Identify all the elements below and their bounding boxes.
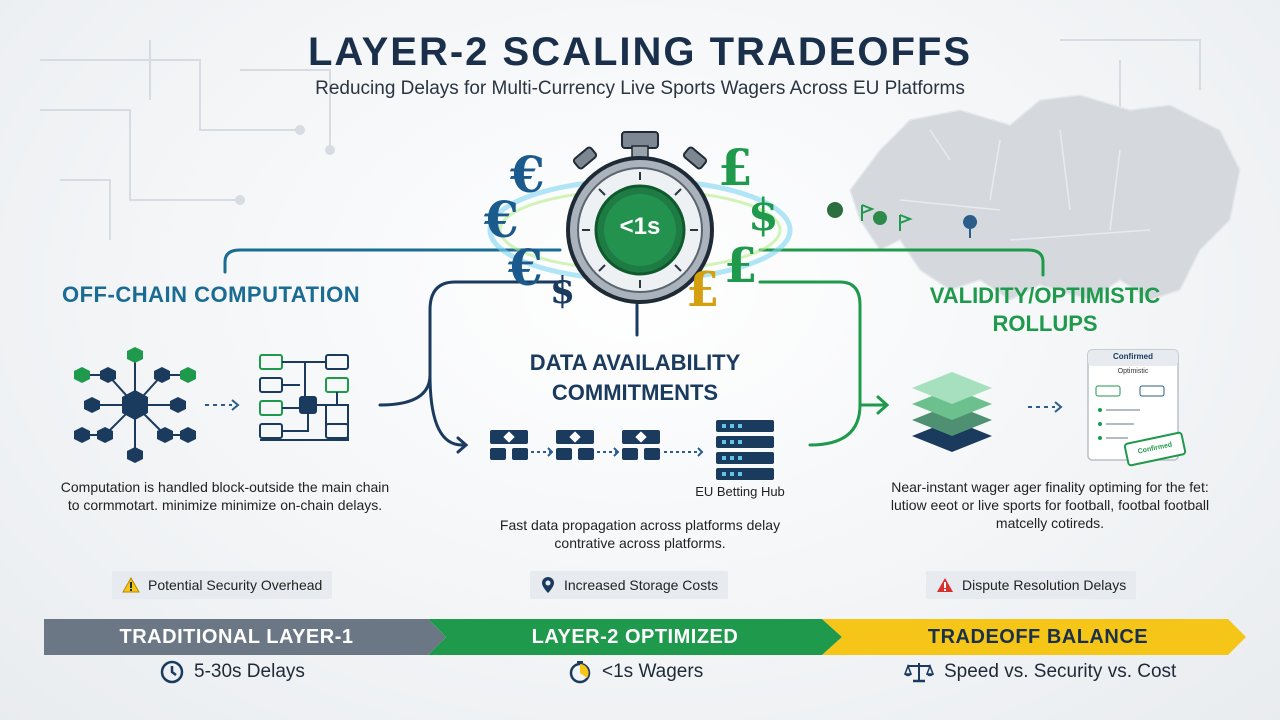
dollar-symbol: $: [550, 270, 576, 312]
security-overhead-badge: Potential Security Overhead: [112, 571, 333, 599]
football-icon: [873, 211, 887, 225]
eu-map: [827, 94, 1241, 301]
node-network-icon: [74, 347, 196, 463]
data-block-chain: [490, 430, 704, 460]
dollar-symbol: $: [748, 190, 779, 241]
confirmation-card-icon: [1087, 349, 1187, 467]
band-optimized-label: LAYER-2 OPTIMIZED: [531, 626, 739, 648]
band-tradeoff-label: TRADEOFF BALANCE: [927, 626, 1149, 648]
badge-label: Increased Storage Costs: [564, 577, 719, 593]
balance-scale-icon: [904, 663, 934, 683]
flag-icon: [899, 214, 913, 231]
heading-line: VALIDITY/OPTIMISTIC: [929, 283, 1161, 308]
footer-optimized: <1s Wagers: [568, 660, 703, 684]
heading-line: DATA AVAILABILITY: [529, 350, 741, 375]
flow-connectors: [223, 248, 1045, 454]
off-chain-description: Computation is handled block-outside the…: [60, 479, 390, 513]
alert-icon: [937, 578, 953, 592]
eu-betting-hub-label: EU Betting Hub: [695, 484, 785, 499]
euro-symbol: €: [508, 238, 543, 297]
heading-line: ROLLUPS: [992, 311, 1098, 336]
footer-traditional: 5-30s Delays: [160, 660, 305, 684]
off-chain-heading: OFF-CHAIN COMPUTATION: [62, 282, 361, 307]
stacked-layers-icon: [912, 372, 992, 452]
card-title: Confirmed: [1113, 352, 1153, 361]
pound-symbol: £: [686, 262, 720, 318]
warning-icon: [122, 577, 140, 593]
timer-icon: [569, 661, 591, 684]
server-rack-icon: [716, 420, 774, 480]
football-icon: [827, 202, 843, 218]
stopwatch-label: <1s: [619, 213, 661, 240]
card-subtitle: Optimistic: [1117, 368, 1149, 375]
storage-costs-badge: Increased Storage Costs: [530, 571, 729, 599]
band-optimized: [428, 619, 842, 655]
rollups-heading: VALIDITY/OPTIMISTIC ROLLUPS: [880, 282, 1210, 338]
footer-label: 5-30s Delays: [194, 661, 305, 682]
band-traditional: [44, 619, 446, 655]
circuit-decoration: [40, 39, 1201, 240]
euro-symbol: €: [484, 190, 519, 249]
dispute-delays-badge: Dispute Resolution Delays: [926, 571, 1137, 599]
heading-line: COMMITMENTS: [551, 380, 719, 405]
badge-label: Potential Security Overhead: [148, 577, 323, 593]
band-traditional-label: TRADITIONAL LAYER-1: [119, 626, 354, 648]
flag-icon: [861, 204, 875, 221]
clock-icon: [160, 660, 184, 684]
footer-tradeoff: Speed vs. Security vs. Cost: [904, 660, 1176, 684]
page-title: LAYER-2 SCALING TRADEOFFS: [307, 30, 973, 74]
pound-symbol: £: [718, 138, 753, 197]
data-availability-description: Fast data propagation across platforms d…: [499, 517, 781, 551]
progress-bands: [44, 619, 1246, 655]
stopwatch-icon: [487, 131, 793, 304]
location-pin-icon: [963, 215, 978, 238]
footer-label: Speed vs. Security vs. Cost: [944, 661, 1177, 682]
pound-symbol: £: [724, 238, 758, 294]
location-pin-icon: [542, 577, 554, 593]
rollups-description: Near-instant wager ager finality optimin…: [890, 479, 1210, 531]
footer-label: <1s Wagers: [602, 661, 704, 682]
badge-label: Dispute Resolution Delays: [962, 577, 1127, 593]
page-subtitle: Reducing Delays for Multi-Currency Live …: [315, 78, 965, 99]
data-availability-heading: DATA AVAILABILITY COMMITMENTS: [470, 348, 800, 408]
circuit-processor-icon: [259, 354, 349, 441]
euro-symbol: €: [510, 145, 545, 204]
band-tradeoff: [822, 619, 1246, 655]
